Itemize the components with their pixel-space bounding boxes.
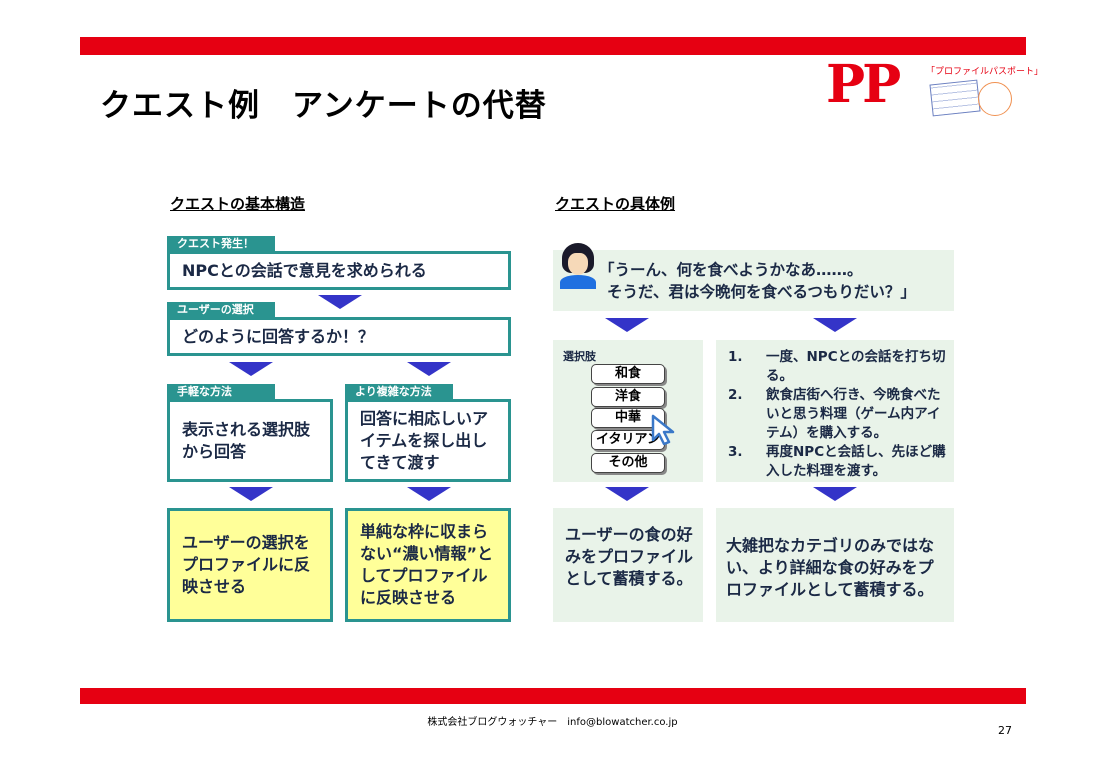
logo-text: PP (826, 54, 901, 115)
choice-washoku[interactable]: 和食 (591, 364, 665, 384)
npc-avatar-icon (558, 243, 598, 291)
step2-tag: ユーザーの選択 (167, 302, 275, 317)
arrow-down-icon (813, 487, 857, 501)
branch-b-result: 単純な枠に収まらない“濃い情報”としてプロファイルに反映させる (345, 508, 511, 622)
left-heading: クエストの基本構造 (170, 195, 306, 213)
step-item: 2.飲食店街へ行き、今晩食べたいと思う料理（ゲーム内アイテム）を購入する。 (728, 387, 941, 441)
step-item: 3.再度NPCと会話し、先ほど購入した料理を渡す。 (728, 444, 946, 479)
cursor-arrow-icon (651, 414, 675, 446)
step1-box: NPCとの会話で意見を求められる (167, 251, 511, 290)
choice-italian[interactable]: イタリアン (591, 430, 665, 450)
dialogue-box: 「うーん、何を食べようかなあ……。 そうだ、君は今晩何を食べるつもりだい？」 (553, 250, 954, 311)
dialogue-line-2: そうだ、君は今晩何を食べるつもりだい？」 (607, 283, 916, 301)
step2-box: どのように回答するか！？ (167, 317, 511, 356)
arrow-down-icon (407, 487, 451, 501)
choice-chuka[interactable]: 中華 (591, 408, 665, 428)
top-red-bar (80, 37, 1026, 55)
result-a-panel: ユーザーの食の好みをプロファイルとして蓄積する。 (553, 508, 703, 622)
choices-panel: 選択肢 和食 洋食 中華 イタリアン その他 (553, 340, 703, 482)
choice-yoshoku[interactable]: 洋食 (591, 387, 665, 407)
arrow-down-icon (229, 487, 273, 501)
arrow-down-icon (229, 362, 273, 376)
branch-a-result: ユーザーの選択をプロファイルに反映させる (167, 508, 333, 622)
steps-panel: 1.一度、NPCとの会話を打ち切る。 2.飲食店街へ行き、今晩食べたいと思う料理… (716, 340, 954, 482)
arrow-down-icon (605, 318, 649, 332)
step1-tag: クエスト発生！ (167, 236, 275, 251)
branch-b-tag: より複雑な方法 (345, 384, 453, 399)
logo: PP 「プロファイルパスポート」 (826, 54, 1043, 124)
dialogue-line-1: 「うーん、何を食べようかなあ……。 (599, 261, 863, 279)
page-title: クエスト例 アンケートの代替 (100, 88, 547, 124)
branch-a-box: 表示される選択肢から回答 (167, 399, 333, 482)
right-heading: クエストの具体例 (555, 195, 676, 213)
footer-company: 株式会社ブログウォッチャー info@blowatcher.co.jp (427, 717, 678, 728)
arrow-down-icon (318, 295, 362, 309)
result-b-panel: 大雑把なカテゴリのみではない、より詳細な食の好みをプロファイルとして蓄積する。 (716, 508, 954, 622)
branch-a-tag: 手軽な方法 (167, 384, 275, 399)
arrow-down-icon (605, 487, 649, 501)
bottom-red-bar (80, 688, 1026, 704)
choices-label: 選択肢 (563, 350, 596, 363)
stamp-icon (929, 79, 981, 117)
branch-b-box: 回答に相応しいアイテムを探し出してきて渡す (345, 399, 511, 482)
arrow-down-icon (813, 318, 857, 332)
step-item: 1.一度、NPCとの会話を打ち切る。 (728, 349, 946, 384)
arrow-down-icon (407, 362, 451, 376)
logo-subtitle: 「プロファイルパスポート」 (926, 67, 1044, 77)
steps-list: 1.一度、NPCとの会話を打ち切る。 2.飲食店街へ行き、今晩食べたいと思う料理… (728, 348, 946, 481)
page-number: 27 (998, 724, 1012, 737)
choice-other[interactable]: その他 (591, 453, 665, 473)
seal-icon (978, 82, 1012, 116)
